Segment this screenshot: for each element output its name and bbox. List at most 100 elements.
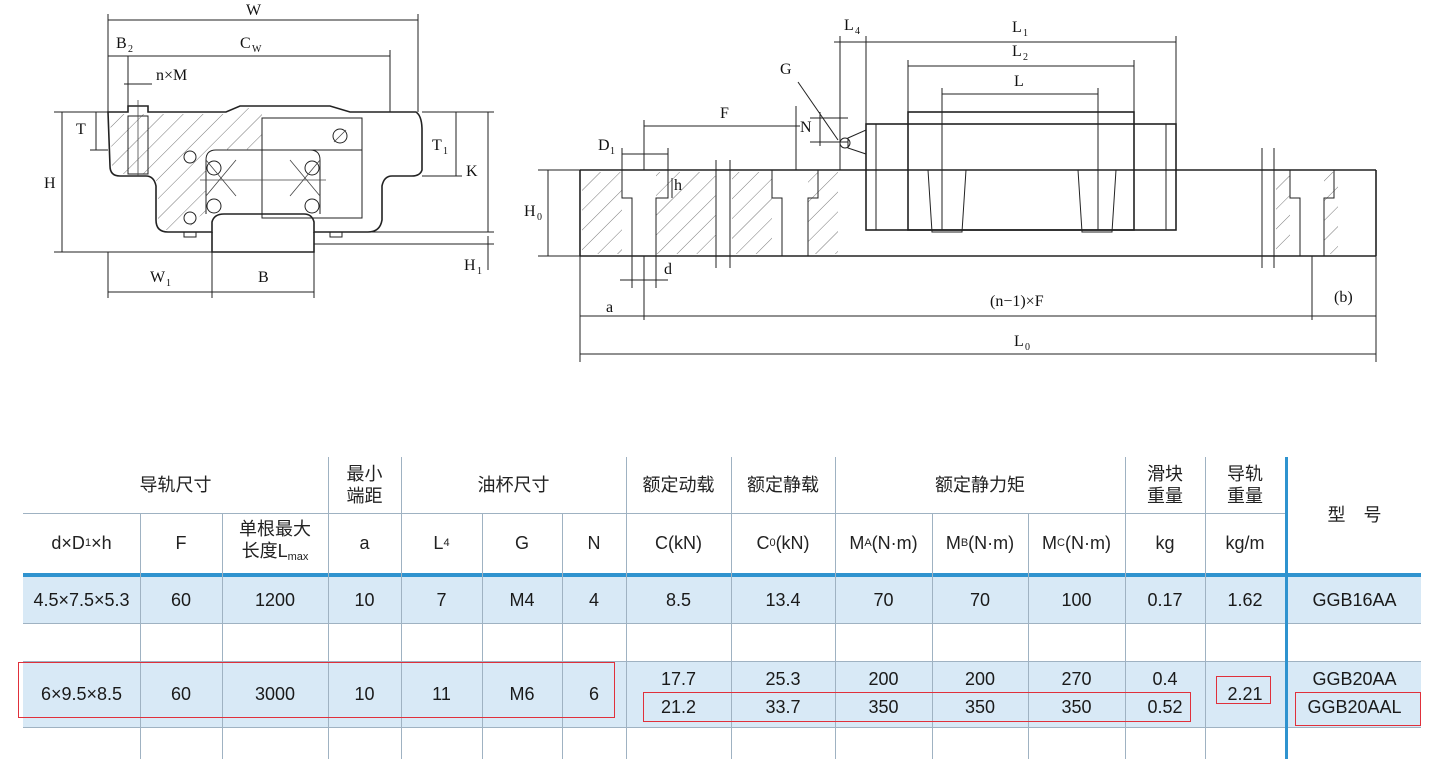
table-cell: 0.52 [1147, 697, 1183, 717]
table-cell: 17.7 [660, 669, 697, 689]
subheader-F: F [175, 533, 187, 553]
dim-H: H [44, 175, 56, 192]
header-min-end-distance: 最小 端距 [346, 464, 383, 506]
header-rail-size: 导轨尺寸 [139, 475, 212, 495]
dim-L1-sub: 1 [1023, 28, 1028, 39]
dim-h: h [674, 177, 682, 194]
table-cell: 10 [354, 590, 375, 610]
highlight-box-aal-load [643, 692, 1191, 722]
table-cell: 21.2 [660, 697, 697, 717]
dim-T1: T [432, 137, 442, 154]
dim-a: a [606, 299, 613, 316]
dim-H0-sub: 0 [537, 212, 542, 223]
table-cell: 350 [868, 697, 899, 717]
dim-W: W [246, 2, 262, 19]
header-model: 型 号 [1327, 505, 1382, 525]
technical-drawings: W B 2 C W n×M T H T 1 K H 1 W 1 B [44, 2, 1377, 362]
table-cell: 25.3 [765, 669, 801, 689]
table-cell: 7 [436, 590, 447, 610]
header-block-weight: 滑块 重量 [1147, 464, 1183, 506]
dim-B2: B [116, 35, 127, 52]
dim-nM: n×M [156, 67, 187, 84]
header-rule [23, 573, 1421, 577]
table-cell: 1.62 [1227, 590, 1263, 610]
dim-L0-sub: 0 [1025, 342, 1030, 353]
table-cell: M6 [509, 684, 535, 704]
subheader-G: G [514, 533, 529, 553]
dim-D1: D [598, 137, 610, 154]
table-cell: 6×9.5×8.5 [40, 684, 123, 704]
table-cell: 10 [354, 684, 375, 704]
table-cell: M4 [509, 590, 535, 610]
highlight-box-model [1295, 692, 1421, 726]
dim-L0: L [1014, 333, 1024, 350]
dim-nF: (n−1)×F [990, 293, 1044, 310]
highlight-box-rail-specs [18, 662, 615, 718]
cross-section-drawing: W B 2 C W n×M T H T 1 K H 1 W 1 B [44, 2, 494, 298]
dim-CW: C [240, 35, 251, 52]
subheader-N: N [587, 533, 601, 553]
subheader-lmax: 单根最大 长度Lmax [239, 519, 311, 563]
dim-D1-sub: 1 [610, 146, 615, 157]
dim-L2: L [1012, 43, 1022, 60]
row-band [23, 577, 1421, 623]
model-cell: GGB16AA [1312, 590, 1397, 610]
specification-table: 导轨尺寸 最小 端距 油杯尺寸 额定动载 额定静载 额定静力矩 滑块 重量 导轨… [18, 457, 1421, 759]
table-cell: 60 [170, 590, 192, 610]
dim-H0: H [524, 203, 536, 220]
table-cell: 3000 [254, 684, 296, 704]
header-oil-cup-size: 油杯尺寸 [477, 475, 550, 495]
model-cell: GGB20AAL [1307, 697, 1402, 717]
dim-T1-sub: 1 [443, 146, 448, 157]
dim-L4: L [844, 17, 854, 34]
table-cell: 6 [588, 684, 599, 704]
table-cell: 100 [1061, 590, 1092, 610]
table-cell: 0.17 [1147, 590, 1183, 610]
subheader-block-kg: kg [1155, 533, 1175, 553]
dim-L2-sub: 2 [1023, 52, 1028, 63]
table-cell: 11 [432, 684, 451, 704]
table-cell: 1200 [254, 590, 296, 610]
dim-B2-sub: 2 [128, 44, 133, 55]
table-cell: 270 [1061, 669, 1092, 689]
table-cell: 350 [1061, 697, 1092, 717]
dim-H1: H [464, 257, 476, 274]
dim-L: L [1014, 73, 1024, 90]
table-cell: 2.21 [1227, 684, 1263, 704]
dim-K: K [466, 163, 478, 180]
table-cell: 350 [964, 697, 996, 717]
table-cell: 4 [588, 590, 599, 610]
row-band [23, 661, 1421, 727]
table-cell: 13.4 [765, 590, 801, 610]
dim-G: G [780, 61, 792, 78]
side-view-drawing: L 4 L 1 L 2 L G F N D 1 h H 0 d a (n−1)×… [524, 17, 1377, 362]
table-cell: 8.5 [665, 590, 692, 610]
dim-W1: W [150, 269, 166, 286]
subheader-a: a [359, 533, 370, 553]
table-cell: 4.5×7.5×5.3 [33, 590, 130, 610]
table-cell: 70 [969, 590, 991, 610]
header-rail-weight: 导轨 重量 [1227, 464, 1263, 506]
table-cell: 200 [868, 669, 899, 689]
header-rated-static-moment: 额定静力矩 [935, 475, 1025, 495]
subheader-C: C(kN) [655, 533, 702, 553]
dim-B: B [258, 269, 269, 286]
header-rated-dynamic-load: 额定动载 [642, 475, 715, 495]
header-rated-static-load: 额定静载 [747, 475, 819, 495]
highlight-box-rail-weight [1216, 676, 1271, 704]
dim-T: T [76, 121, 86, 138]
figure-b-label: (b) [1334, 289, 1353, 306]
table-cell: 33.7 [765, 697, 801, 717]
dim-d: d [664, 261, 672, 278]
dim-N: N [800, 119, 812, 136]
table-cell: 60 [170, 684, 192, 704]
table-cell: 0.4 [1152, 669, 1178, 689]
dim-F: F [720, 105, 729, 122]
dim-CW-sub: W [252, 44, 262, 55]
